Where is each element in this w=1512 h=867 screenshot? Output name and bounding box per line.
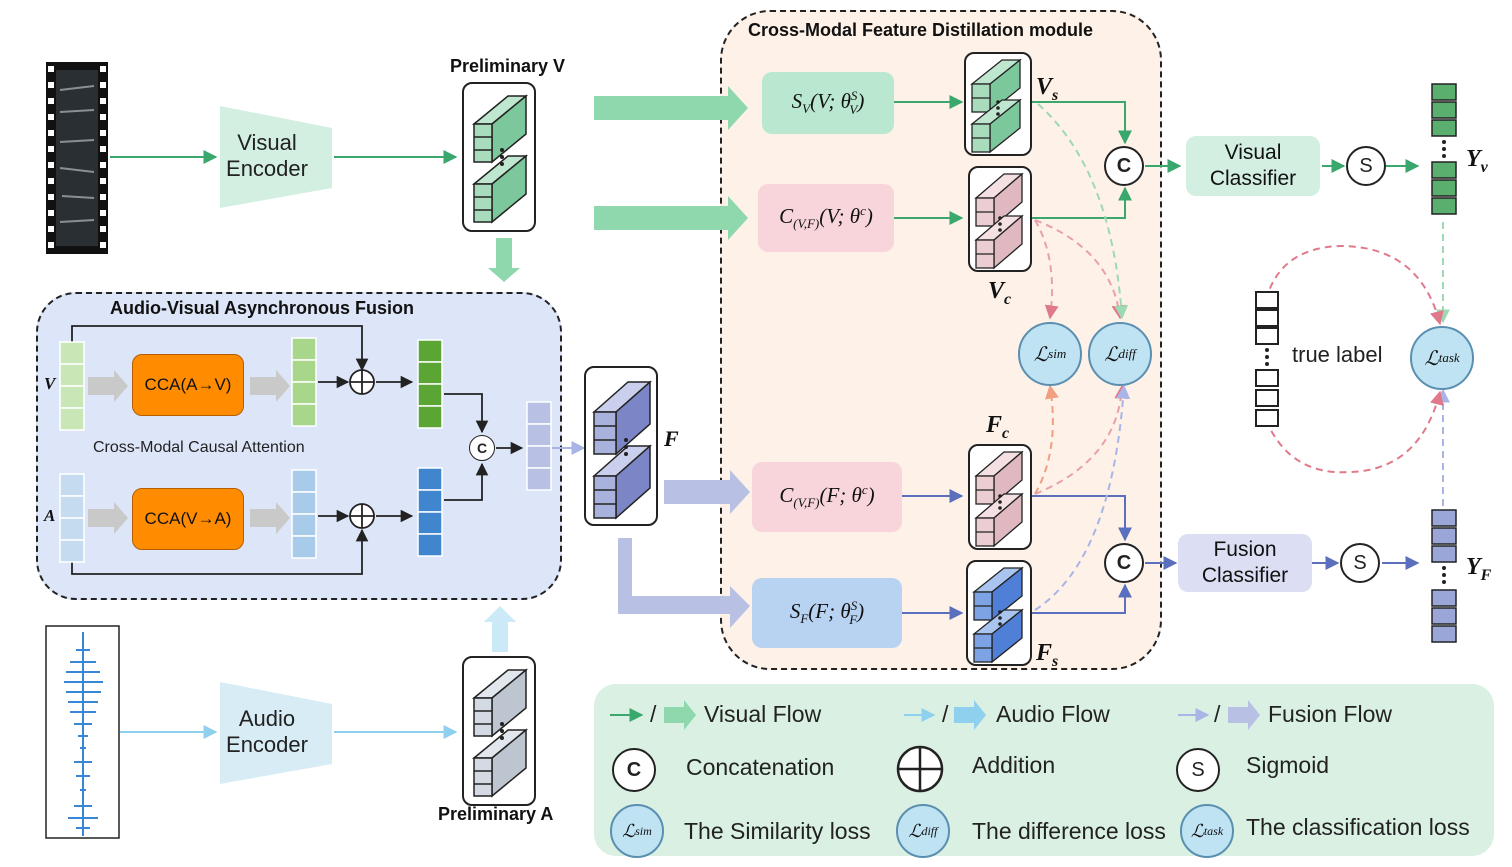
audio-encoder-label: Audio Encoder [226,706,308,757]
avaf-v-label: V [44,374,56,393]
fc-label: Fc [986,412,1010,442]
preliminary-v-label: Preliminary V [450,56,566,76]
common-fusion-encoder-box: C(V,F)(F; θc) [752,462,902,532]
common-visual-encoder-box: C(V,F)(V; θc) [758,184,894,252]
true-label-vector [1255,291,1279,427]
thick-visual-arrows [488,86,748,282]
visual-encoder-shape [220,106,332,208]
legend-slash-visual: / [650,701,657,727]
sf-formula: SF(F; θSF) [789,598,865,627]
legend-sigmoid-icon: S [1176,748,1220,792]
cmfd-visual-lines [894,95,1420,225]
legend-arrows [610,700,1260,793]
cmfd-title: Cross-Modal Feature Distillation module [748,20,1094,40]
yf-label: YF [1466,554,1492,584]
avaf-title: Audio-Visual Asynchronous Fusion [110,298,415,318]
legend-concat-icon: C [612,748,656,792]
legend-addition-icon [898,747,942,791]
cvf-v-formula: C(V,F)(V; θc) [779,203,873,232]
specific-fusion-encoder-box: SF(F; θSF) [752,578,902,648]
sv-formula: SV(V; θSV) [791,88,865,117]
legend-slash-audio: / [942,701,949,727]
vc-stack [968,166,1032,272]
avaf-connections [71,325,586,575]
legend-addition: Addition [972,752,1056,778]
cmfd-fusion-lines [902,489,1420,620]
cvf-f-formula: C(V,F)(F; θc) [779,482,875,511]
audio-encoder-shape [220,682,332,784]
specific-visual-encoder-box: SV(V; θSV) [762,72,894,134]
fusion-classifier-box: Fusion Classifier [1178,534,1312,592]
audio-waveform-image [45,625,120,839]
cca-caption: Cross-Modal Causal Attention [93,439,305,456]
vc-label: Vc [988,278,1012,308]
vs-label: Vs [1036,74,1059,104]
f-label: F [664,426,679,451]
loss-dashed-curves [1034,103,1450,611]
video-filmstrip-image [46,62,108,254]
fused-feature-stack [584,366,658,526]
legend-classification-loss: The classification loss [1246,814,1470,840]
visual-encoder-label: Visual Encoder [226,130,308,181]
avaf-concat-icon: C [469,435,495,461]
legend-concatenation: Concatenation [686,754,835,780]
vs-stack [964,52,1032,156]
preliminary-v-stack [462,82,536,232]
legend-panel [594,684,1494,856]
cca-a-to-v-box: CCA(A→V) [132,354,244,416]
legend-similarity-loss: The Similarity loss [684,818,871,844]
visual-concat-icon: C [1104,146,1144,186]
legend-slash-fusion: / [1214,701,1221,727]
preliminary-a-stack [462,656,536,806]
thick-audio-arrow-up [484,606,516,652]
fs-stack [966,560,1032,666]
legend-audio-flow: Audio Flow [996,701,1110,727]
avaf-a-label: A [44,506,56,525]
yv-vector [1431,83,1457,215]
fusion-sigmoid-icon: S [1340,543,1380,583]
legend-sigmoid: Sigmoid [1246,752,1330,778]
legend-fusion-flow: Fusion Flow [1268,701,1392,727]
cca-v-to-a-box: CCA(V→A) [132,488,244,550]
true-label-text: true label [1292,342,1383,367]
preliminary-a-label: Preliminary A [438,804,554,824]
yv-label: Yv [1466,146,1488,176]
avaf-token-columns [59,337,552,563]
legend-difference-loss: The difference loss [972,818,1166,844]
fc-stack [968,444,1032,550]
legend-visual-flow: Visual Flow [704,701,822,727]
thick-fusion-arrows [618,470,750,628]
fusion-concat-icon: C [1104,543,1144,583]
fs-label: Fs [1036,640,1059,670]
visual-classifier-box: Visual Classifier [1186,136,1320,196]
yf-vector [1431,509,1457,643]
visual-sigmoid-icon: S [1346,146,1386,186]
